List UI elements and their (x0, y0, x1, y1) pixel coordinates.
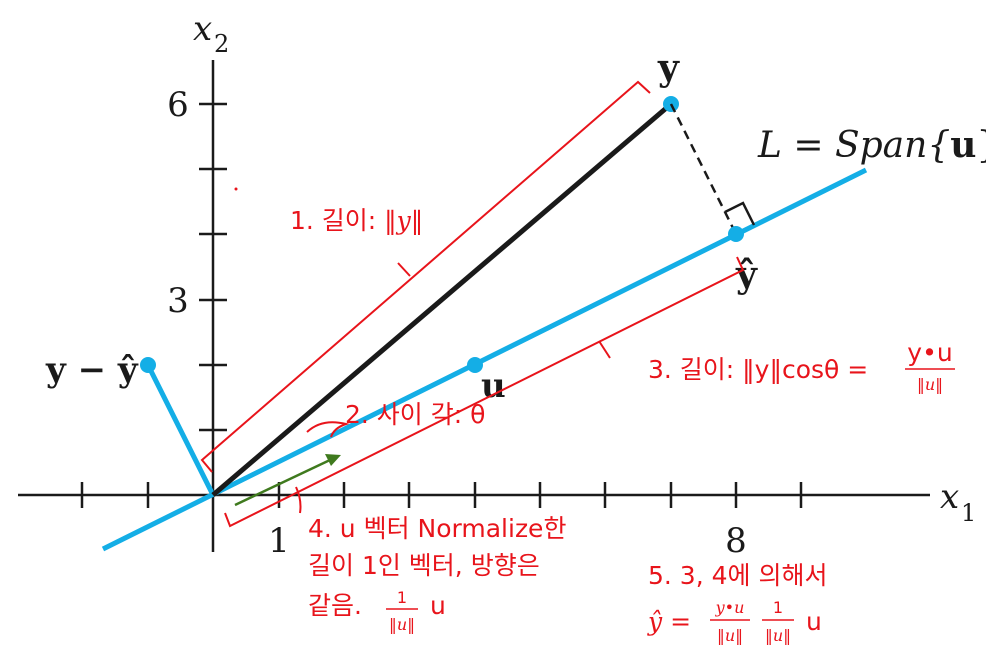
stray-red-dot (234, 187, 238, 191)
note-4-unit-u: u (430, 591, 446, 620)
bracket-projection-notch (598, 340, 611, 359)
tick-label-y-3: 3 (167, 281, 189, 321)
note-5-frac-1-numerator: y•u (715, 598, 745, 617)
span-line-label: L = Span{u} (757, 124, 986, 166)
bracket-projection-length (224, 256, 745, 528)
note-5-frac-1-denominator: ‖u‖ (717, 626, 743, 645)
unit-vector-mark (295, 486, 302, 514)
right-angle-marker (724, 201, 756, 226)
note-5-line-1: 5. 3, 4에 의해서 (648, 561, 827, 590)
perpendicular-dashed-line (669, 103, 738, 235)
x2-axis-subscript: 2 (214, 30, 229, 58)
tick-label-x-8: 8 (725, 521, 747, 561)
residual-label: y − ŷ (45, 350, 139, 390)
note-3-frac-numerator: y•u (907, 338, 952, 367)
note-5-frac-2-denominator: ‖u‖ (765, 626, 791, 645)
y-ticks (199, 102, 227, 432)
note-3-projection-length: 3. 길이: ‖y‖cosθ = (648, 355, 868, 384)
x-ticks (80, 482, 803, 508)
note-5-frac-2-numerator: 1 (773, 598, 783, 617)
note-4-frac-numerator: 1 (397, 588, 407, 607)
vector-y (211, 102, 673, 497)
residual-point (140, 357, 156, 373)
x1-axis-label: x (940, 477, 959, 517)
note-3-frac-denominator: ‖u‖ (917, 375, 943, 394)
angle-arc-mark (306, 421, 350, 438)
point-u (467, 357, 483, 373)
residual-vector (145, 363, 216, 497)
note-4-line-2: 길이 1인 벡터, 방향은 (308, 551, 540, 580)
vector-y-label: y (657, 47, 680, 89)
tick-label-y-6: 6 (167, 85, 189, 125)
note-4-frac-denominator: ‖u‖ (389, 615, 415, 634)
point-y-hat (728, 226, 744, 242)
note-4-line-1: 4. u 벡터 Normalize한 (308, 514, 566, 543)
note-5-lhs: ŷ = (647, 607, 691, 636)
note-4-line-3: 같음. (308, 591, 362, 620)
bracket-length-y-notch (397, 262, 411, 277)
note-1-length-y: 1. 길이: ‖y‖ (290, 206, 423, 236)
note-5-tail-u: u (806, 607, 822, 636)
bracket-length-y (200, 80, 651, 473)
unit-vector-arrowhead (325, 454, 341, 466)
unit-vector-arrow (234, 458, 331, 507)
note-2-angle: 2. 사이 각: θ (345, 400, 485, 429)
tick-label-x-1: 1 (268, 521, 290, 561)
x1-axis-subscript: 1 (961, 499, 976, 527)
x2-axis-label: x (193, 9, 212, 49)
